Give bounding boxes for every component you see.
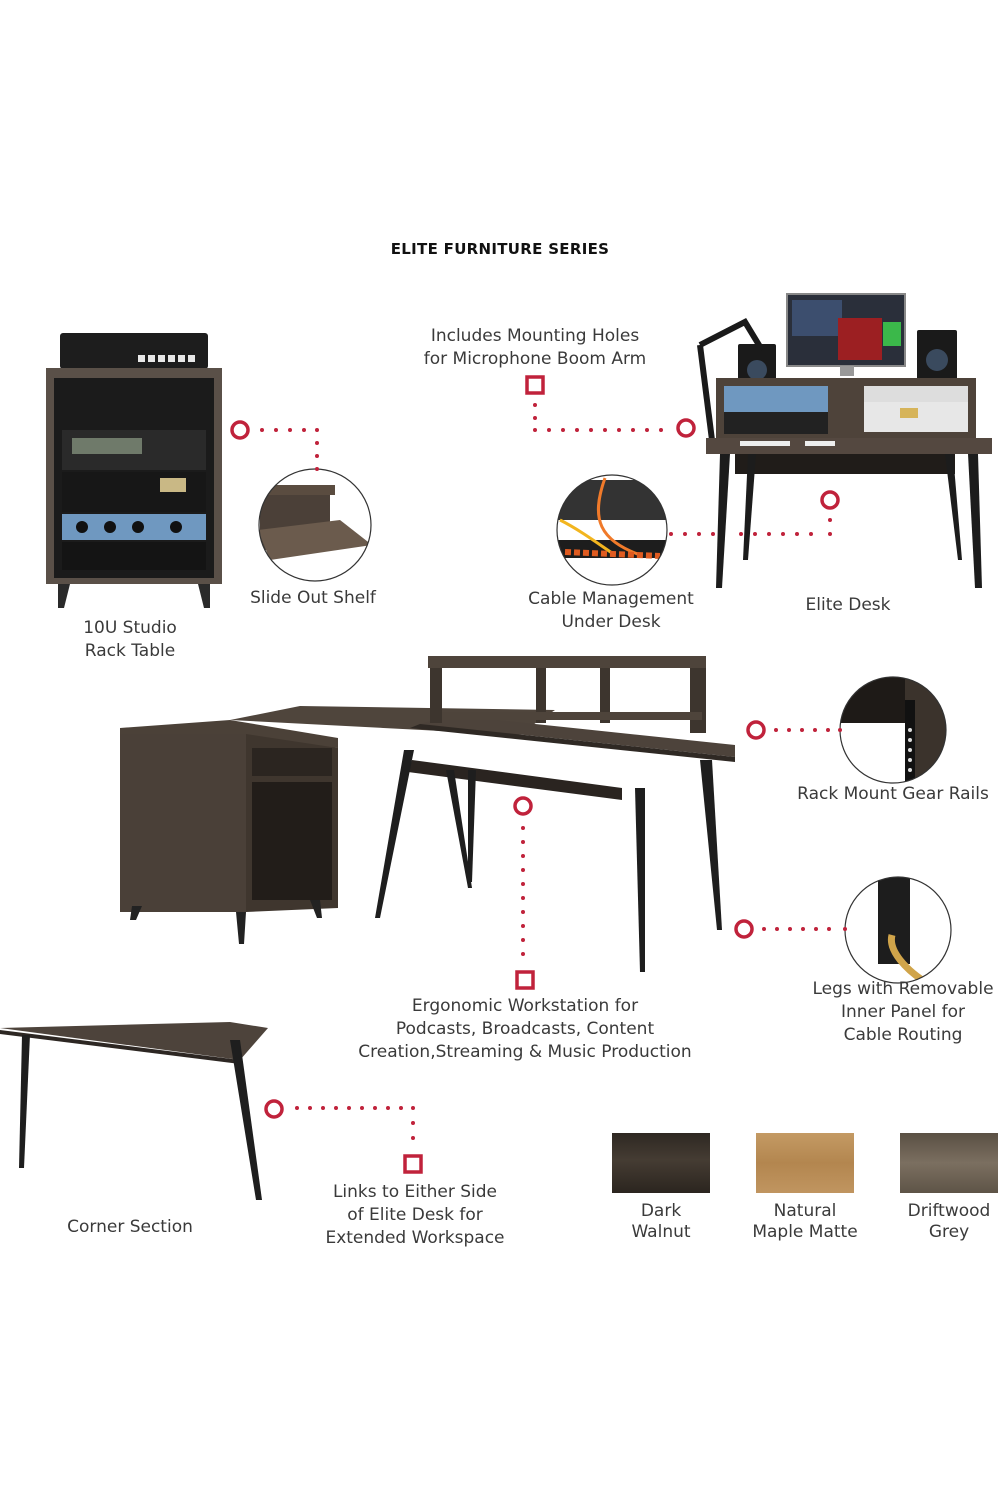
label-corner-section: Corner Section (50, 1216, 210, 1239)
label-line: Includes Mounting Holes (430, 326, 640, 346)
label-line: Inner Panel for (840, 1002, 966, 1022)
leg-detail (845, 877, 951, 983)
label-links: Links to Either Side of Elite Desk for E… (305, 1181, 525, 1250)
label-line: Slide Out Shelf (250, 588, 376, 608)
rack-table-image (46, 333, 222, 608)
label-line: Natural (773, 1201, 837, 1221)
rack-rails-detail (840, 677, 946, 783)
swatch-natural-maple-matte[interactable] (756, 1133, 854, 1193)
label-line: Under Desk (561, 612, 661, 632)
swatch-dark-walnut[interactable] (612, 1133, 710, 1193)
slide-out-shelf-detail (259, 469, 371, 581)
label-line: Driftwood (907, 1201, 991, 1221)
label-slide-out-shelf: Slide Out Shelf (228, 587, 398, 610)
label-line: Maple Matte (752, 1222, 858, 1242)
elite-desk-image (697, 293, 992, 588)
label-line: for Microphone Boom Arm (423, 349, 647, 369)
label-rack-table: 10U Studio Rack Table (55, 617, 205, 663)
elite-desk-set-image (120, 656, 735, 972)
finish-label-dark-walnut: Dark Walnut (601, 1201, 721, 1243)
label-line: Cable Management (528, 589, 694, 609)
corner-section-image (0, 1022, 268, 1200)
page-title: ELITE FURNITURE SERIES (390, 240, 610, 258)
label-elite-desk: Elite Desk (778, 594, 918, 617)
label-line: Walnut (631, 1222, 691, 1242)
label-line: 10U Studio (83, 618, 177, 638)
label-line: Creation,Streaming & Music Production (358, 1042, 692, 1062)
label-mounting-holes: Includes Mounting Holes for Microphone B… (395, 325, 675, 371)
label-rack-rails: Rack Mount Gear Rails (783, 783, 1000, 806)
swatch-driftwood-grey[interactable] (900, 1133, 998, 1193)
label-line: Ergonomic Workstation for (411, 996, 639, 1016)
finish-label-natural-maple: Natural Maple Matte (740, 1201, 870, 1243)
label-line: Links to Either Side (332, 1182, 498, 1202)
label-line: Elite Desk (805, 595, 891, 615)
label-ergonomic-workstation: Ergonomic Workstation for Podcasts, Broa… (345, 995, 705, 1064)
callout-dots (260, 403, 847, 1140)
label-line: Cable Routing (843, 1025, 963, 1045)
label-line: Legs with Removable (812, 979, 994, 999)
finish-label-driftwood-grey: Driftwood Grey (889, 1201, 1000, 1243)
label-cable-management: Cable Management Under Desk (505, 588, 717, 634)
label-line: Extended Workspace (325, 1228, 505, 1248)
label-legs: Legs with Removable Inner Panel for Cabl… (800, 978, 1000, 1047)
label-line: Corner Section (67, 1217, 193, 1237)
label-line: of Elite Desk for (347, 1205, 483, 1225)
callout-markers (230, 375, 840, 1174)
label-line: Grey (928, 1222, 970, 1242)
label-line: Rack Table (84, 641, 176, 661)
label-line: Podcasts, Broadcasts, Content (395, 1019, 655, 1039)
label-line: Dark (640, 1201, 682, 1221)
label-line: Rack Mount Gear Rails (797, 784, 989, 804)
cable-management-detail (557, 475, 667, 585)
